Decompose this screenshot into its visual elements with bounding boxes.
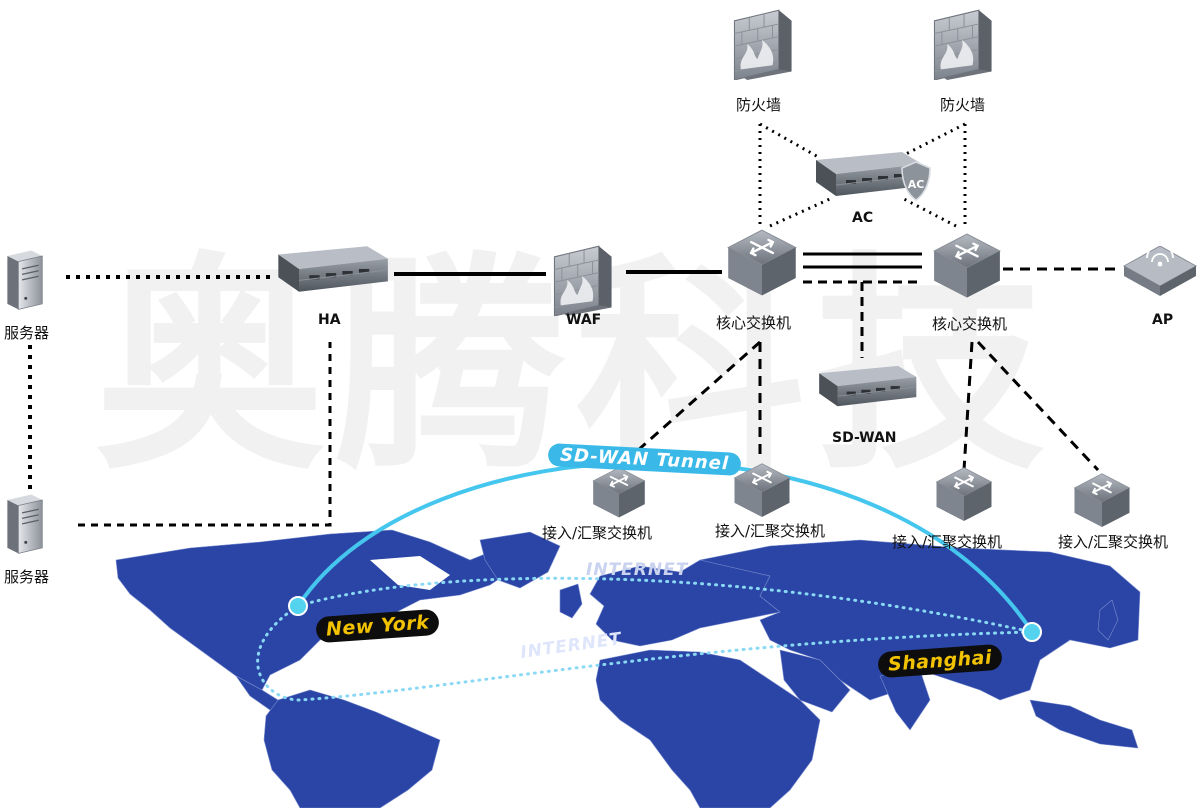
firewall-icon [733, 9, 793, 80]
access-switch-3-label: 接入/汇聚交换机 [892, 533, 1003, 551]
server-icon [6, 493, 43, 555]
core-switch-1-label: 核心交换机 [716, 314, 792, 332]
firewall-icon [553, 245, 613, 316]
server-icon [6, 249, 43, 311]
switch-icon [1073, 472, 1131, 529]
ap-label: AP [1152, 312, 1174, 328]
waf-label: WAF [566, 312, 602, 328]
internet-label-top: INTERNET [586, 560, 689, 580]
world-map [115, 529, 1141, 808]
ac-label: AC [852, 210, 874, 226]
core-switch-2-label: 核心交换机 [932, 315, 1008, 333]
switch-icon [727, 228, 797, 297]
access-switch-2-label: 接入/汇聚交换机 [715, 522, 826, 540]
server-1-label: 服务器 [4, 324, 50, 342]
firewall-icon [933, 9, 993, 80]
rack-device-icon [818, 365, 917, 407]
switch-icon [733, 462, 791, 519]
firewall-1-label: 防火墙 [736, 96, 782, 114]
svg-text:AC: AC [908, 178, 925, 191]
ha-label: HA [318, 312, 341, 328]
access-switch-4-label: 接入/汇聚交换机 [1058, 533, 1169, 551]
switch-icon [933, 232, 1001, 299]
firewall-2-label: 防火墙 [940, 96, 986, 114]
server-2-label: 服务器 [4, 568, 50, 586]
access-switch-1-label: 接入/汇聚交换机 [542, 524, 653, 542]
rack-device-icon [277, 245, 389, 293]
switch-icon [592, 466, 646, 519]
access-point-icon [1122, 244, 1198, 296]
shield-icon: AC [901, 161, 931, 201]
sdwan-label: SD-WAN [832, 430, 897, 446]
switch-icon [935, 466, 993, 523]
